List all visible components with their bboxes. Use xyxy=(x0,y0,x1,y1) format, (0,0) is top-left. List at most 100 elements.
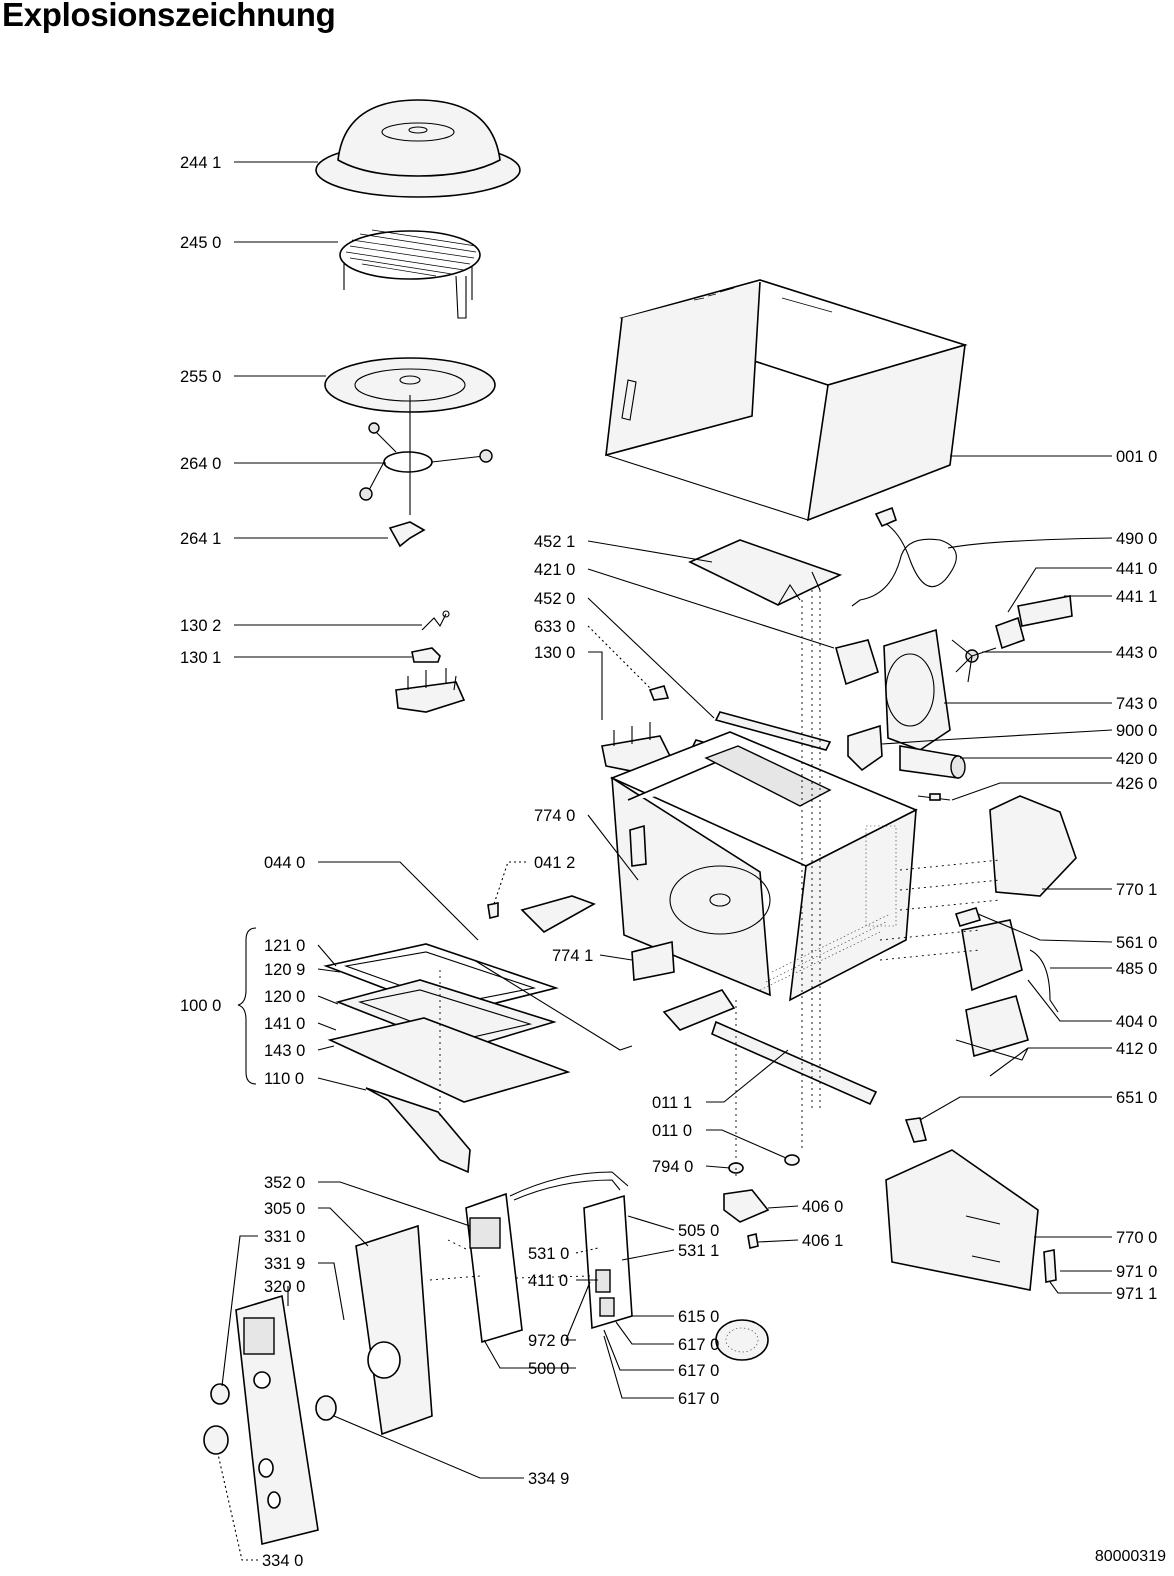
transformer-upper xyxy=(961,919,1059,1013)
callout-label: 406 1 xyxy=(802,1232,843,1250)
spring-small xyxy=(421,610,450,631)
callout-label: 971 0 xyxy=(1116,1263,1157,1281)
control-bracket xyxy=(885,1149,1039,1291)
callout-label: 245 0 xyxy=(180,234,221,252)
callout-label: 617 0 xyxy=(678,1390,719,1408)
thermostat xyxy=(1043,1249,1057,1283)
callout-label: 320 0 xyxy=(264,1278,305,1296)
callout-label: 633 0 xyxy=(534,618,575,636)
control-panel xyxy=(235,1294,319,1545)
grill-rack xyxy=(339,229,481,319)
door-handle xyxy=(365,1087,471,1174)
foot-1 xyxy=(784,1154,800,1166)
turntable-shaft-bracket xyxy=(662,989,736,1031)
callout-label: 334 0 xyxy=(262,1552,303,1570)
callout-label: 441 1 xyxy=(1116,588,1157,606)
screw xyxy=(487,902,499,919)
callout-label: 500 0 xyxy=(528,1360,569,1378)
callout-label: 331 0 xyxy=(264,1228,305,1246)
outer-casing xyxy=(605,279,968,522)
latch-mount-2 xyxy=(631,940,675,981)
panel-frame xyxy=(355,1224,433,1436)
callout-label: 452 0 xyxy=(534,590,575,608)
callout-label: 130 2 xyxy=(180,617,221,635)
callout-label: 011 1 xyxy=(652,1094,692,1112)
callout-label: 774 1 xyxy=(552,947,593,965)
page-title: Explosionszeichnung xyxy=(2,0,336,33)
document-number: 80000319 xyxy=(1094,1548,1166,1565)
callout-labels: 244 1 245 0 255 0 264 0 264 1 130 2 130 … xyxy=(180,154,1157,1570)
group-label: 100 0 xyxy=(180,997,221,1015)
callout-label: 774 0 xyxy=(534,807,575,825)
callout-label: 130 0 xyxy=(534,644,575,662)
callout-label: 121 0 xyxy=(264,937,305,955)
callout-label: 971 1 xyxy=(1116,1285,1157,1303)
magnetron-bracket xyxy=(847,724,883,772)
pcb-display xyxy=(465,1192,523,1344)
callout-label: 331 9 xyxy=(264,1255,305,1273)
callout-label: 426 0 xyxy=(1116,775,1157,793)
air-guide xyxy=(989,795,1077,897)
callout-label: 794 0 xyxy=(652,1158,693,1176)
knob-power xyxy=(203,1425,229,1455)
callout-label: 411 0 xyxy=(528,1272,568,1290)
callout-label: 011 0 xyxy=(652,1122,692,1140)
callout-label: 044 0 xyxy=(264,854,305,872)
callout-label: 264 0 xyxy=(180,455,221,473)
callout-label: 141 0 xyxy=(264,1015,305,1033)
coupler xyxy=(388,521,426,548)
lamp-holder xyxy=(904,1117,928,1143)
callout-label: 770 0 xyxy=(1116,1229,1157,1247)
callout-label: 334 9 xyxy=(528,1470,569,1488)
switch-holder xyxy=(395,668,466,713)
pcb-main xyxy=(583,1194,633,1330)
callout-label: 443 0 xyxy=(1116,644,1157,662)
callout-label: 110 0 xyxy=(264,1070,304,1088)
fan-housing xyxy=(883,628,951,751)
callout-label: 255 0 xyxy=(180,368,221,386)
power-cord xyxy=(851,506,957,607)
callout-label: 120 9 xyxy=(264,961,305,979)
callout-label: 305 0 xyxy=(264,1200,305,1218)
group-bracket xyxy=(237,927,257,1085)
latch-mount xyxy=(520,895,596,933)
diode xyxy=(917,793,951,801)
callout-label: 651 0 xyxy=(1116,1089,1157,1107)
heating-element-1 xyxy=(714,711,832,751)
callout-label: 900 0 xyxy=(1116,722,1157,740)
switch-small xyxy=(411,647,441,663)
callout-label: 743 0 xyxy=(1116,695,1157,713)
callout-label: 264 1 xyxy=(180,530,221,548)
capacitor xyxy=(899,745,966,779)
callout-label: 617 0 xyxy=(678,1362,719,1380)
callout-label: 972 0 xyxy=(528,1332,569,1350)
callout-label: 490 0 xyxy=(1116,530,1157,548)
callout-label: 617 0 xyxy=(678,1336,719,1354)
cover-dome xyxy=(315,99,521,198)
leader-lines xyxy=(217,161,1113,1561)
callout-label: 421 0 xyxy=(534,561,575,579)
callout-label: 770 1 xyxy=(1116,881,1157,899)
fan-motor-small xyxy=(995,616,1025,650)
callout-label: 352 0 xyxy=(264,1174,305,1192)
callout-label: 404 0 xyxy=(1116,1013,1157,1031)
oven-cavity xyxy=(609,731,918,1002)
callout-label: 485 0 xyxy=(1116,960,1157,978)
callout-label: 615 0 xyxy=(678,1308,719,1326)
callout-label: 505 0 xyxy=(678,1222,719,1240)
callout-label: 452 1 xyxy=(534,533,575,551)
knob-ring xyxy=(315,1395,337,1421)
callout-label: 420 0 xyxy=(1116,750,1157,768)
screw-2 xyxy=(747,1233,759,1249)
callout-label: 001 0 xyxy=(1116,448,1157,466)
callout-label: 143 0 xyxy=(264,1042,305,1060)
callout-label: 130 1 xyxy=(180,649,221,667)
transformer-lower xyxy=(955,995,1029,1077)
callout-label: 561 0 xyxy=(1116,934,1157,952)
door-screen xyxy=(327,1017,571,1103)
knob-timer xyxy=(210,1383,230,1405)
callout-label: 412 0 xyxy=(1116,1040,1157,1058)
thermostat-bracket xyxy=(1017,595,1073,627)
callout-label: 041 2 xyxy=(534,854,575,872)
